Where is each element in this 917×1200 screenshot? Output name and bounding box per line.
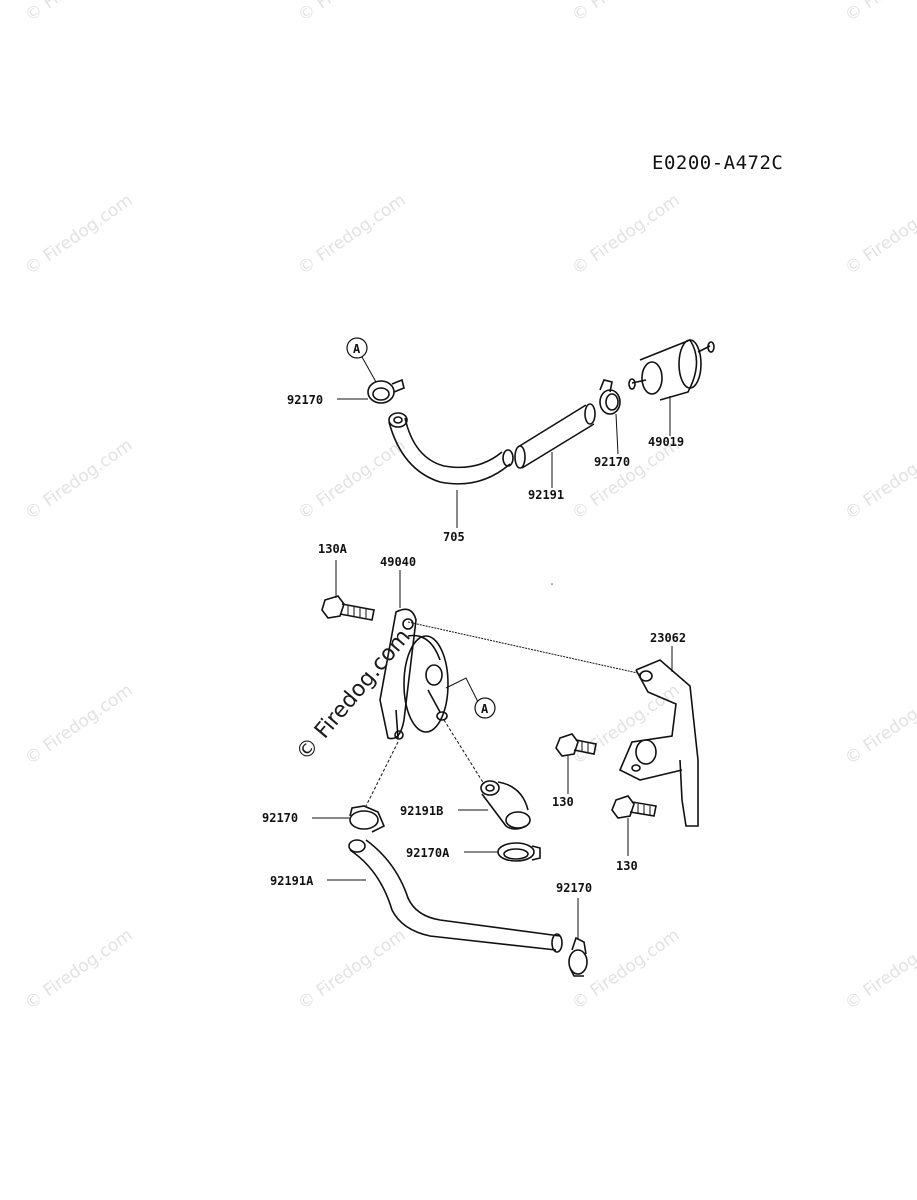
watermark: © Firedog.com [841,680,917,769]
part-label: 130 [552,795,574,809]
part-label: 92170 [262,811,298,825]
part-label: 23062 [650,631,686,645]
hose-clamp [568,936,588,977]
watermark: © Firedog.com [568,0,683,26]
part-label: 92170 [287,393,323,407]
part-label: 92170 [594,455,630,469]
part-label: 92170 [556,881,592,895]
bolt [611,795,657,819]
watermark: © Firedog.com [294,0,409,26]
watermark: © Firedog.com [294,435,409,524]
hose-clamp [349,805,386,833]
straight-hose [514,403,596,469]
bent-hose [388,412,514,485]
diagram-code: E0200-A472C [652,152,784,174]
watermark: © Firedog.com [21,190,136,279]
watermark: © Firedog.com [841,435,917,524]
fuel-filter [628,339,715,401]
callout-a-top: A [346,337,377,383]
part-label: 92170A [406,846,450,860]
bolt [555,733,597,757]
part-label: 49040 [380,555,416,569]
part-label: 92191A [270,874,314,888]
hose-clamp [497,842,541,862]
watermark: © Firedog.com [841,925,917,1014]
watermark: © Firedog.com [21,0,136,26]
watermark: © Firedog.com [841,0,917,26]
part-label: 705 [443,530,465,544]
watermark-layer: © Firedog.com © Firedog.com © Firedog.co… [21,0,917,1014]
bolt [321,595,375,621]
callout-a-bottom: A [445,677,496,719]
fuel-pump [379,608,449,740]
watermark: © Firedog.com [568,190,683,279]
labels: 92170 92170 49019 92191 705 130A 49040 2… [262,393,686,940]
long-hose [348,839,563,953]
part-label: 49019 [648,435,684,449]
watermark: © Firedog.com [21,680,136,769]
part-label: 92191 [528,488,564,502]
hose-clamp [599,379,621,415]
bracket [618,659,699,827]
watermark: © Firedog.com [294,190,409,279]
callout-a-label: A [353,342,361,356]
watermark: © Firedog.com [21,435,136,524]
callout-a-label: A [481,702,489,716]
watermark: © Firedog.com [841,190,917,279]
watermark: © Firedog.com [21,925,136,1014]
elbow-hose [480,780,531,830]
hose-clamp [367,378,405,404]
watermark: © Firedog.com [294,925,409,1014]
part-label: 92191B [400,804,443,818]
part-label: 130A [318,542,348,556]
part-label: 130 [616,859,638,873]
